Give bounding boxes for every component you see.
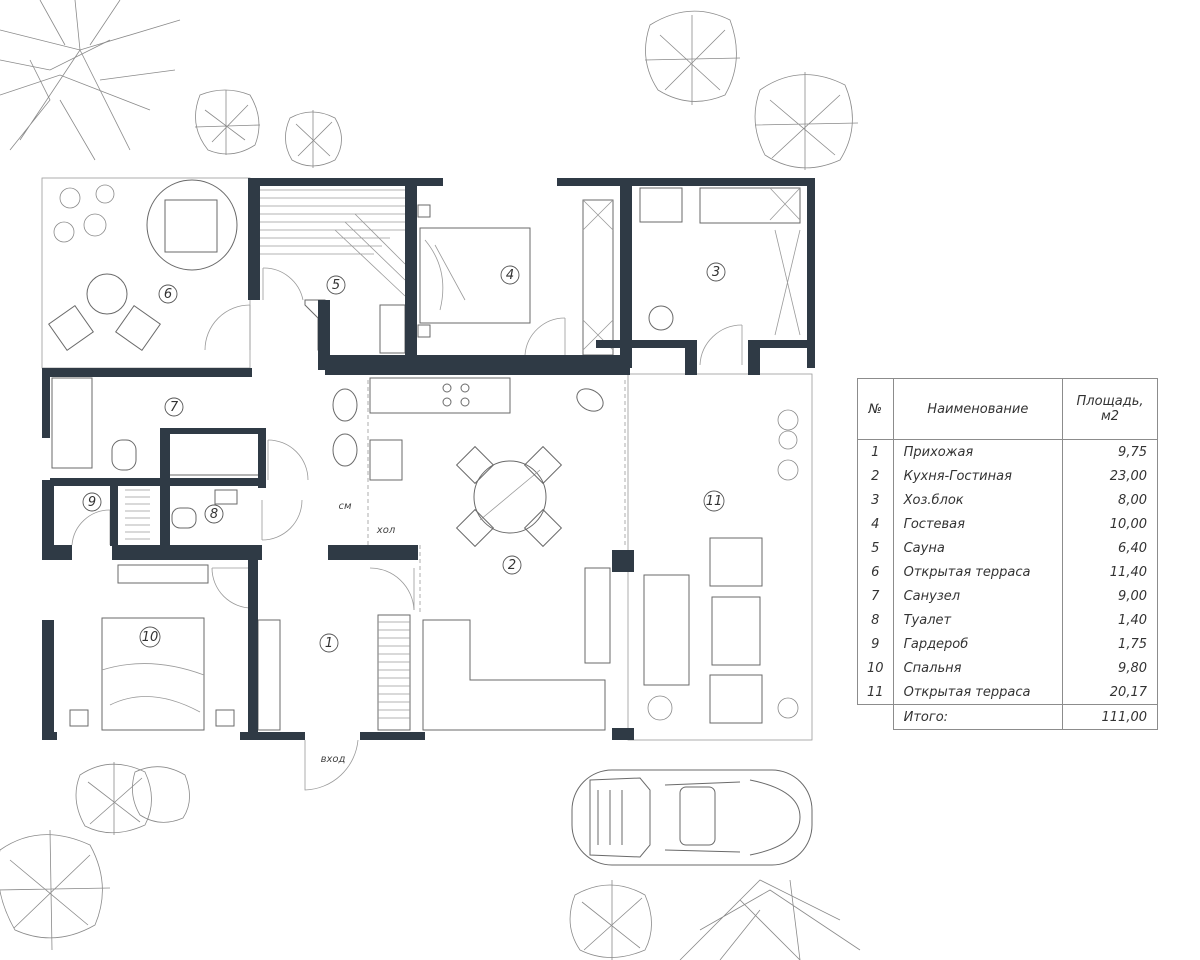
row-num: 8 xyxy=(857,608,894,632)
room-number-10: 10 xyxy=(139,626,161,648)
total-row: Итого: 111,00 xyxy=(858,704,1158,730)
tree-bottom-left-2 xyxy=(0,829,111,951)
svg-text:1: 1 xyxy=(325,636,333,651)
entrance-label: вход xyxy=(321,754,346,765)
room-number-11: 11 xyxy=(703,490,725,512)
row-num: 1 xyxy=(857,439,894,464)
tree-bottom-mid xyxy=(569,880,652,960)
header-area-line1: Площадь, xyxy=(1076,394,1144,409)
tree-small-1 xyxy=(194,89,261,155)
tree-top-right-1 xyxy=(644,10,741,105)
svg-text:2: 2 xyxy=(508,558,516,573)
row-num: 9 xyxy=(857,632,894,656)
row-name: Туалет xyxy=(892,608,1064,632)
row-name: Санузел xyxy=(892,584,1064,608)
interior-fixtures xyxy=(51,187,801,731)
tree-bottom-right xyxy=(679,879,861,960)
room-number-2: 2 xyxy=(502,555,522,575)
room-number-3: 3 xyxy=(706,262,726,282)
row-name: Спальня xyxy=(892,656,1064,680)
header-area-line2: м2 xyxy=(1100,409,1120,424)
row-area: 23,00 xyxy=(1062,464,1158,488)
row-name: Сауна xyxy=(892,536,1064,560)
total-empty xyxy=(858,705,894,730)
svg-text:7: 7 xyxy=(170,400,179,415)
row-name: Хоз.блок xyxy=(892,488,1064,512)
total-area: 111,00 xyxy=(1062,704,1158,730)
row-num: 4 xyxy=(857,512,894,536)
room-number-1: 1 xyxy=(319,633,339,653)
tree-bottom-left-1 xyxy=(75,762,190,835)
room-number-4: 4 xyxy=(500,265,520,285)
svg-text:10: 10 xyxy=(142,630,159,645)
header-num: № xyxy=(857,378,894,440)
room-number-5: 5 xyxy=(326,275,346,295)
row-name: Прихожая xyxy=(892,439,1064,464)
tree-top-right-2 xyxy=(754,72,859,170)
row-area: 1,40 xyxy=(1062,608,1158,632)
car xyxy=(571,769,813,866)
area-table-header: № Наименование Площадь, м2 xyxy=(857,378,1158,440)
room-number-7: 7 xyxy=(164,397,184,417)
row-num: 5 xyxy=(857,536,894,560)
row-area: 9,80 xyxy=(1062,656,1158,680)
row-num: 3 xyxy=(857,488,894,512)
svg-text:11: 11 xyxy=(706,494,723,509)
washer-label: см xyxy=(338,501,351,512)
row-area: 20,17 xyxy=(1062,680,1158,705)
row-name: Гостевая xyxy=(892,512,1064,536)
row-num: 7 xyxy=(857,584,894,608)
row-area: 9,00 xyxy=(1062,584,1158,608)
row-name: Открытая терраса xyxy=(892,560,1064,584)
svg-text:3: 3 xyxy=(712,265,720,280)
svg-text:4: 4 xyxy=(506,268,514,283)
header-name: Наименование xyxy=(892,378,1064,440)
row-name: Кухня-Гостиная xyxy=(892,464,1064,488)
total-label: Итого: xyxy=(892,704,1064,730)
room-number-9: 9 xyxy=(82,492,102,512)
walls xyxy=(42,178,815,740)
row-area: 6,40 xyxy=(1062,536,1158,560)
room-number-6: 6 xyxy=(158,284,178,304)
row-area: 9,75 xyxy=(1062,439,1158,464)
row-num: 6 xyxy=(857,560,894,584)
svg-text:6: 6 xyxy=(164,287,172,302)
row-name: Открытая терраса xyxy=(892,680,1064,705)
header-area: Площадь, м2 xyxy=(1062,378,1158,440)
row-area: 10,00 xyxy=(1062,512,1158,536)
tree-top-left xyxy=(0,0,181,161)
row-num: 2 xyxy=(857,464,894,488)
row-name: Гардероб xyxy=(892,632,1064,656)
svg-text:8: 8 xyxy=(210,507,218,522)
fridge-label: хол xyxy=(376,525,396,536)
tree-small-2 xyxy=(285,110,342,168)
terrace-6 xyxy=(41,177,251,369)
row-area: 11,40 xyxy=(1062,560,1158,584)
svg-text:9: 9 xyxy=(88,495,96,510)
svg-text:5: 5 xyxy=(332,278,340,293)
room-number-8: 8 xyxy=(204,504,224,524)
row-area: 8,00 xyxy=(1062,488,1158,512)
row-num: 11 xyxy=(857,680,894,705)
terrace-11 xyxy=(627,373,813,741)
row-num: 10 xyxy=(857,656,894,680)
row-area: 1,75 xyxy=(1062,632,1158,656)
